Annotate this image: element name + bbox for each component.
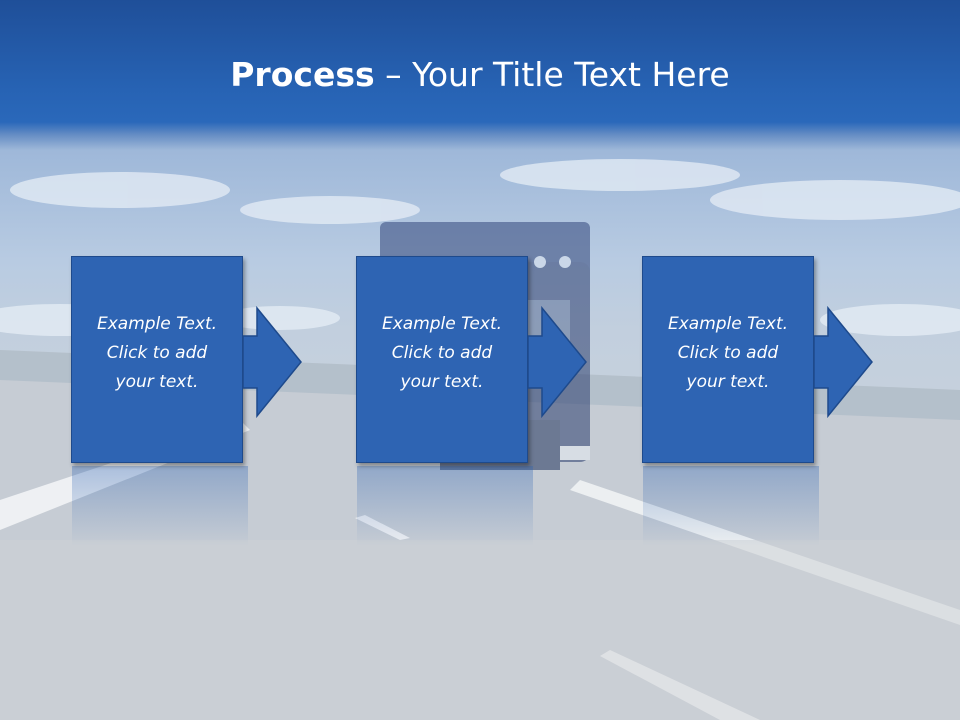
title-bold: Process	[230, 55, 375, 94]
step-3-arrow-icon	[813, 305, 873, 419]
step-2-arrow-icon	[527, 305, 587, 419]
step-2-line-1: Example Text.	[381, 314, 503, 334]
step-1-line-2: Click to add	[106, 343, 208, 363]
step-1-box[interactable]	[71, 256, 243, 463]
step-2-box[interactable]	[356, 256, 528, 463]
process-step-3[interactable]: Example Text. Click to add your text.	[642, 256, 873, 466]
step-3-box[interactable]	[642, 256, 814, 463]
process-step-2[interactable]: Example Text. Click to add your text.	[356, 256, 587, 466]
step-1-line-1: Example Text.	[96, 314, 218, 334]
step-1-text[interactable]: Example Text. Click to add your text.	[75, 310, 239, 397]
process-step-1[interactable]: Example Text. Click to add your text.	[71, 256, 302, 466]
title-band	[0, 0, 960, 150]
step-2-reflection	[357, 466, 533, 546]
step-2-line-2: Click to add	[391, 343, 493, 363]
step-3-line-2: Click to add	[677, 343, 779, 363]
title-rest: – Your Title Text Here	[374, 55, 730, 94]
step-3-line-1: Example Text.	[667, 314, 789, 334]
step-3-reflection	[643, 466, 819, 546]
step-1-line-3: your text.	[115, 372, 199, 392]
step-1-reflection	[72, 466, 248, 546]
step-1-arrow-icon	[242, 305, 302, 419]
step-2-line-3: your text.	[400, 372, 484, 392]
step-3-text[interactable]: Example Text. Click to add your text.	[646, 310, 810, 397]
step-2-text[interactable]: Example Text. Click to add your text.	[360, 310, 524, 397]
slide-title[interactable]: Process – Your Title Text Here	[0, 50, 960, 100]
step-3-line-3: your text.	[686, 372, 770, 392]
